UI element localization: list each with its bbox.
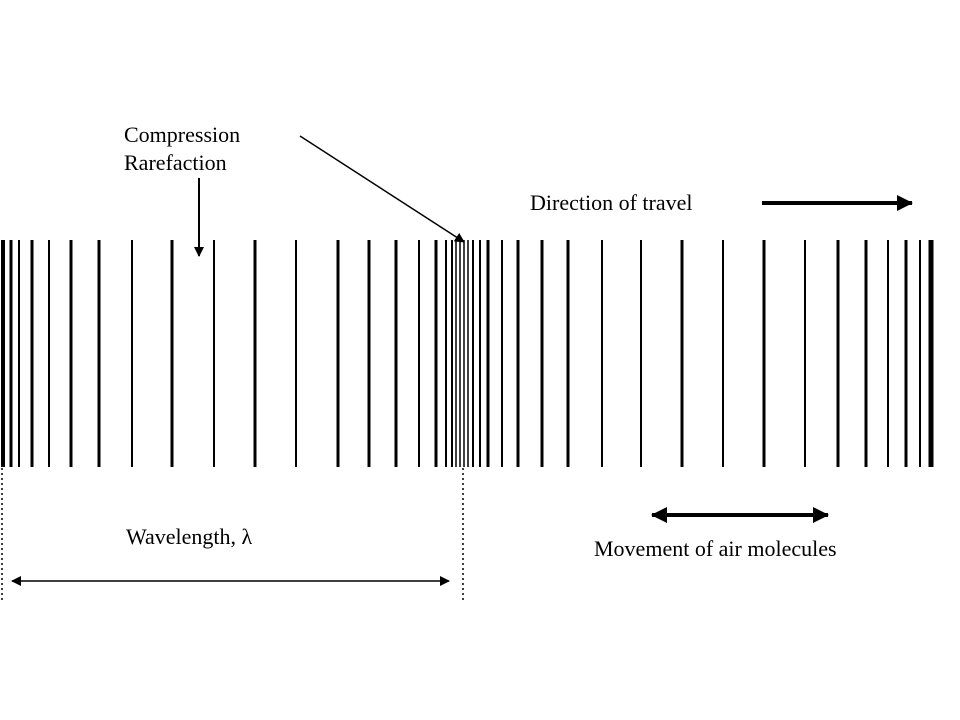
direction-of-travel-label: Direction of travel: [530, 190, 693, 215]
movement-label: Movement of air molecules: [594, 536, 837, 561]
rarefaction-label: Rarefaction: [124, 150, 227, 175]
wavelength-label: Wavelength, λ: [126, 524, 253, 549]
air-molecule-density-bars: [1, 240, 934, 467]
compression-pointer-arrow: [299, 135, 465, 243]
compression-label: Compression: [124, 122, 240, 147]
